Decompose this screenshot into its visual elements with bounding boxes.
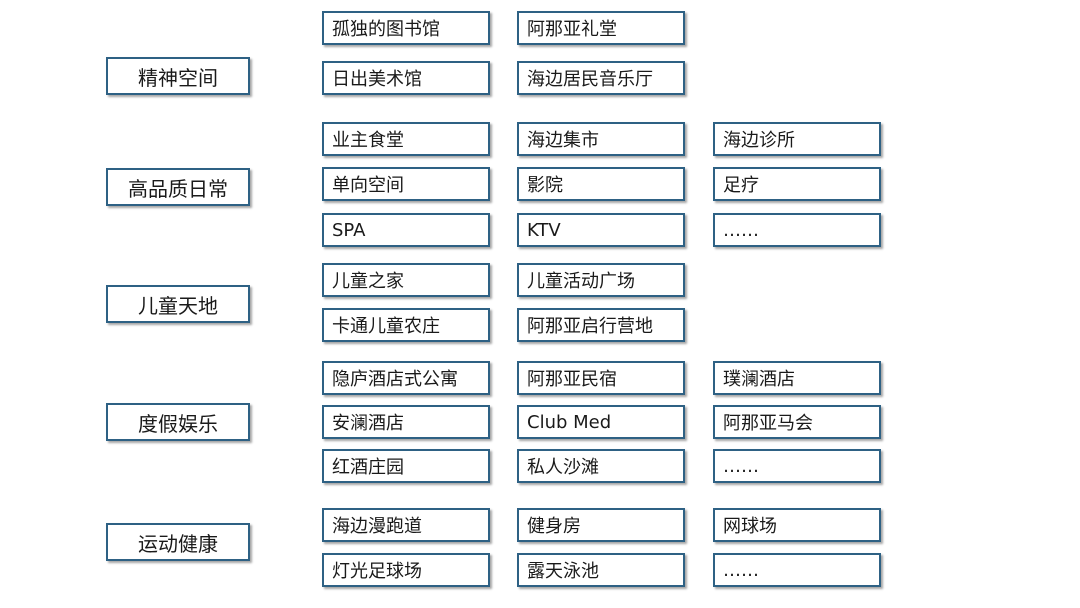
- item-foot-massage: 足疗: [713, 167, 881, 201]
- item-club-med: Club Med: [517, 405, 685, 439]
- item-pulan-hotel: 璞澜酒店: [713, 361, 881, 395]
- item-more: ……: [713, 553, 881, 587]
- item-sunrise-art-museum: 日出美术馆: [322, 61, 490, 95]
- item-cinema: 影院: [517, 167, 685, 201]
- item-children-activity-square: 儿童活动广场: [517, 263, 685, 297]
- item-lonely-library: 孤独的图书馆: [322, 11, 490, 45]
- item-anlan-hotel: 安澜酒店: [322, 405, 490, 439]
- category-vacation-entertainment: 度假娱乐: [106, 403, 250, 441]
- item-seaside-concert-hall: 海边居民音乐厅: [517, 61, 685, 95]
- item-aranya-camp: 阿那亚启行营地: [517, 308, 685, 342]
- item-seaside-market: 海边集市: [517, 122, 685, 156]
- item-cartoon-farm: 卡通儿童农庄: [322, 308, 490, 342]
- item-lit-football-field: 灯光足球场: [322, 553, 490, 587]
- item-seaside-jogging-path: 海边漫跑道: [322, 508, 490, 542]
- item-aranya-homestay: 阿那亚民宿: [517, 361, 685, 395]
- item-more: ……: [713, 213, 881, 247]
- item-spa: SPA: [322, 213, 490, 247]
- item-ktv: KTV: [517, 213, 685, 247]
- item-private-beach: 私人沙滩: [517, 449, 685, 483]
- item-seaside-clinic: 海边诊所: [713, 122, 881, 156]
- category-sports-health: 运动健康: [106, 523, 250, 561]
- category-children-world: 儿童天地: [106, 285, 250, 323]
- item-more: ……: [713, 449, 881, 483]
- item-outdoor-pool: 露天泳池: [517, 553, 685, 587]
- item-winery: 红酒庄园: [322, 449, 490, 483]
- item-aranya-chapel: 阿那亚礼堂: [517, 11, 685, 45]
- item-tennis-court: 网球场: [713, 508, 881, 542]
- item-children-home: 儿童之家: [322, 263, 490, 297]
- item-aranya-equestrian: 阿那亚马会: [713, 405, 881, 439]
- item-one-way-space: 单向空间: [322, 167, 490, 201]
- category-spiritual-space: 精神空间: [106, 57, 250, 95]
- item-owner-canteen: 业主食堂: [322, 122, 490, 156]
- category-quality-daily-life: 高品质日常: [106, 168, 250, 206]
- item-gym: 健身房: [517, 508, 685, 542]
- item-yinlu-apartment: 隐庐酒店式公寓: [322, 361, 490, 395]
